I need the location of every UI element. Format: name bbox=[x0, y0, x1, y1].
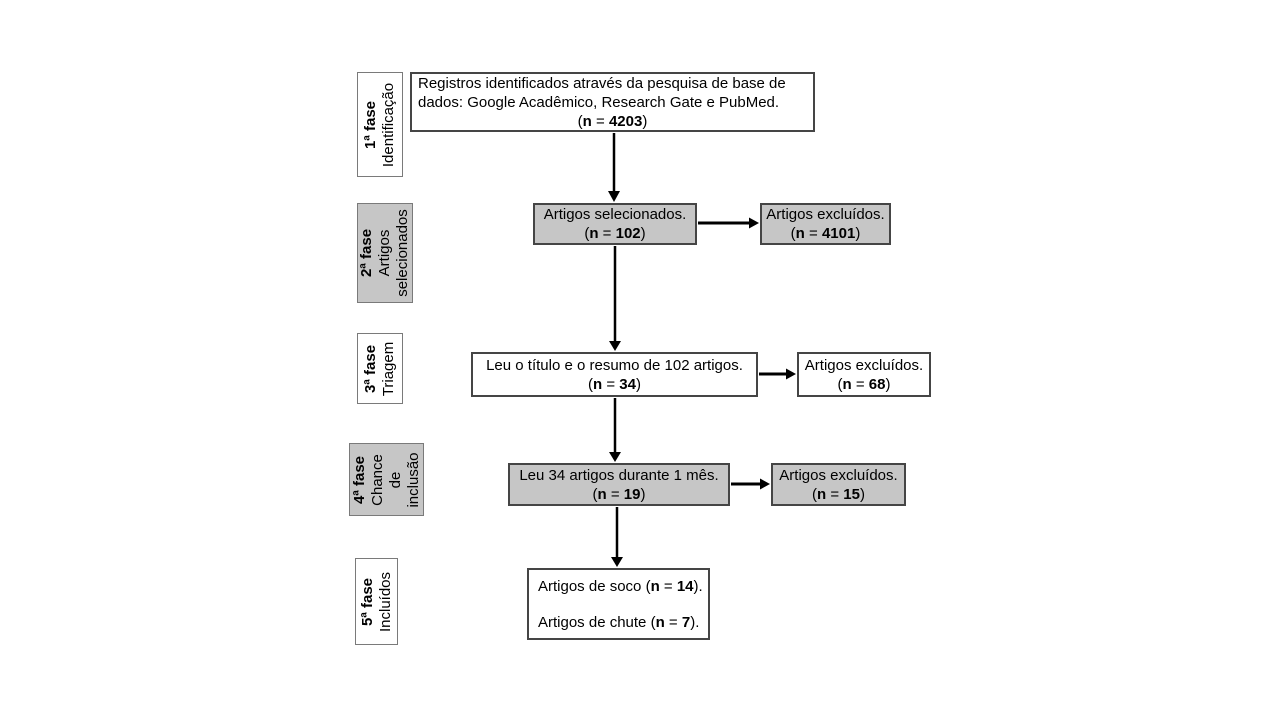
phase-name: Triagem bbox=[380, 341, 397, 396]
phase-number: 3ª fase bbox=[362, 344, 379, 393]
box-text: Artigos selecionados. bbox=[543, 206, 687, 223]
included-line-chute: Artigos de chute (n = 7). bbox=[538, 614, 700, 631]
phase-name: Identificação bbox=[380, 82, 397, 167]
box-text: Registros identificados através da pesqu… bbox=[418, 74, 786, 111]
box-text: Artigos excluídos. bbox=[766, 206, 885, 223]
box-screening: Leu o título e o resumo de 102 artigos. … bbox=[471, 352, 758, 397]
phase-name: Chance bbox=[368, 453, 386, 506]
box-excluded-eligibility: Artigos excluídos. (n = 15) bbox=[771, 463, 906, 506]
n-count: (n = 102) bbox=[584, 225, 646, 242]
phase-name: inclusão bbox=[404, 451, 422, 508]
box-text: Artigos excluídos. bbox=[779, 466, 898, 484]
n-count: (n = 34) bbox=[588, 375, 641, 393]
phase-label-4: 4ª fase Chance de inclusão bbox=[349, 443, 424, 516]
phase-label-3: 3ª fase Triagem bbox=[357, 333, 403, 404]
arrow-right-icon bbox=[731, 478, 770, 490]
box-selected: Artigos selecionados. (n = 102) bbox=[533, 203, 697, 245]
n-count: (n = 4203) bbox=[577, 112, 648, 130]
box-included: Artigos de soco (n = 14). Artigos de chu… bbox=[527, 568, 710, 640]
box-eligibility: Leu 34 artigos durante 1 mês. (n = 19) bbox=[508, 463, 730, 506]
box-excluded-selected: Artigos excluídos. (n = 4101) bbox=[760, 203, 891, 245]
arrow-right-icon bbox=[759, 368, 796, 380]
phase-number: 4ª fase bbox=[350, 455, 368, 504]
arrow-down-icon bbox=[608, 133, 620, 202]
n-count: (n = 68) bbox=[837, 375, 891, 393]
n-count: (n = 19) bbox=[592, 485, 646, 503]
box-text: Leu o título e o resumo de 102 artigos. bbox=[486, 356, 743, 374]
phase-number: 2ª fase bbox=[358, 228, 375, 278]
n-count: (n = 15) bbox=[812, 485, 865, 503]
box-text: Leu 34 artigos durante 1 mês. bbox=[519, 466, 719, 484]
phase-label-2: 2ª fase Artigos selecionados bbox=[357, 203, 413, 303]
phase-name: Incluídos bbox=[376, 571, 394, 632]
phase-name: Artigos bbox=[376, 229, 393, 277]
box-text: Artigos excluídos. bbox=[804, 356, 924, 374]
box-excluded-screening: Artigos excluídos. (n = 68) bbox=[797, 352, 931, 397]
phase-number: 1ª fase bbox=[362, 100, 379, 149]
phase-label-1: 1ª fase Identificação bbox=[357, 72, 403, 177]
box-identification: Registros identificados através da pesqu… bbox=[410, 72, 815, 132]
phase-name: de bbox=[386, 471, 404, 488]
arrow-down-icon bbox=[611, 507, 623, 567]
n-count: (n = 4101) bbox=[790, 225, 861, 242]
phase-label-5: 5ª fase Incluídos bbox=[355, 558, 398, 645]
phase-number: 5ª fase bbox=[358, 577, 376, 626]
included-line-soco: Artigos de soco (n = 14). bbox=[538, 578, 703, 595]
arrow-down-icon bbox=[609, 398, 621, 462]
phase-name: selecionados bbox=[394, 209, 411, 297]
arrow-down-icon bbox=[609, 246, 621, 351]
arrow-right-icon bbox=[698, 217, 759, 229]
